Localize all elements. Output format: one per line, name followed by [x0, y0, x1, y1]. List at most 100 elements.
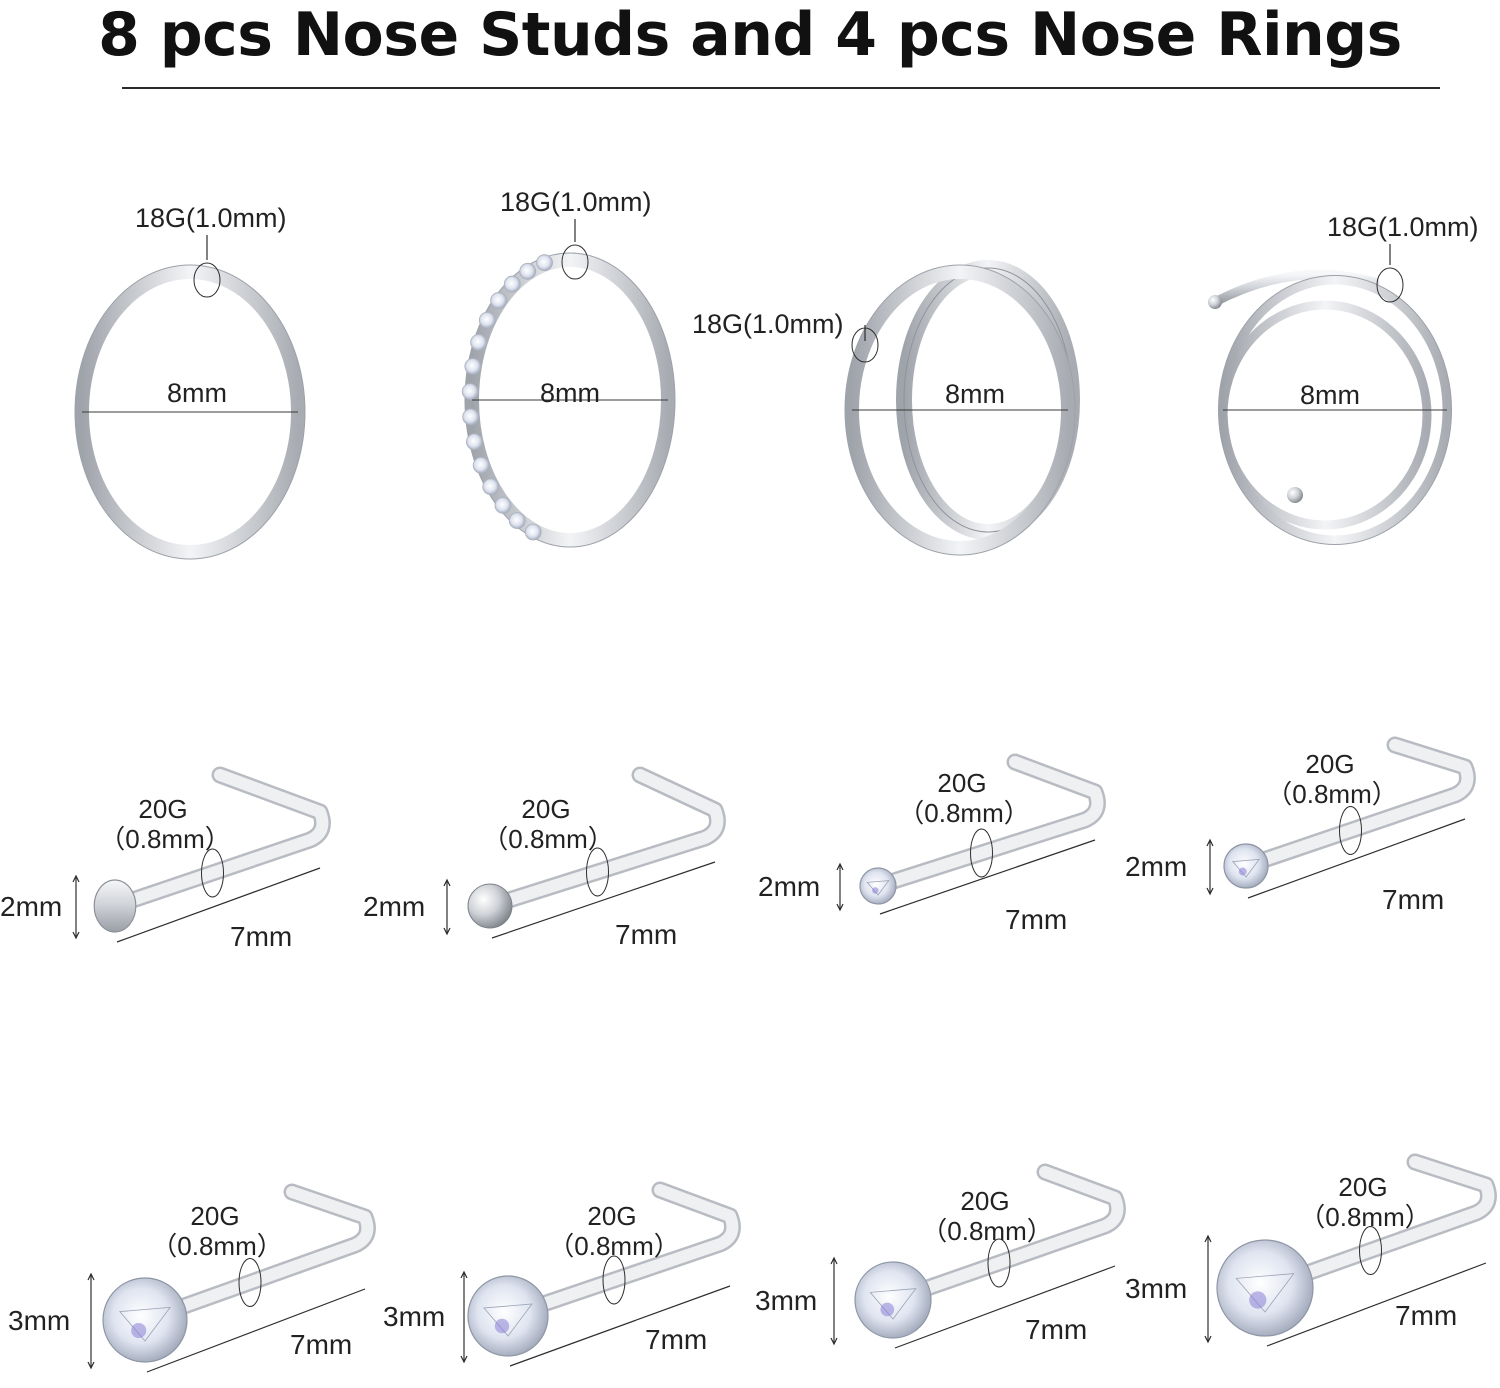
spiral-end-ball [1208, 295, 1222, 309]
crystal-gem [470, 333, 488, 351]
gem-sparkle [131, 1322, 147, 1339]
head-size-label: 2mm [1125, 851, 1187, 882]
stud-pin [484, 769, 724, 912]
stud-pin [502, 1184, 739, 1322]
length-line [116, 867, 321, 943]
gauge-label: 20G [1338, 1172, 1387, 1202]
arrow-up [830, 1256, 838, 1265]
arrow-down [830, 1337, 838, 1346]
gauge-mm-label: （0.8mm） [482, 824, 613, 854]
crystal-gem [494, 496, 512, 514]
gem-facet [1231, 858, 1261, 878]
arrow-up [87, 1272, 95, 1281]
arrow-down [1204, 1335, 1212, 1344]
length-line [1266, 1262, 1487, 1347]
arrow-up [443, 878, 451, 887]
stud-pin [109, 769, 329, 912]
stud-head-gem [1223, 843, 1269, 889]
gauge-marker [238, 1258, 262, 1307]
stud-pin [1259, 1156, 1495, 1294]
gauge-mm-label: （0.8mm） [898, 798, 1029, 828]
ring-outline [844, 264, 1076, 556]
gauge-marker [970, 828, 993, 878]
diameter-label: 8mm [167, 378, 227, 408]
length-line [894, 1265, 1116, 1349]
crystal-gem [490, 292, 508, 309]
crystal-gem [461, 383, 479, 400]
ring-outline [1218, 275, 1452, 545]
crystal-gem [478, 311, 496, 329]
crystal-gem [466, 433, 483, 451]
title-divider [122, 87, 1440, 89]
length-line [146, 1288, 366, 1373]
gauge-marker [586, 847, 609, 897]
spiral-inner-ball [1287, 487, 1303, 503]
length-line [879, 839, 1096, 915]
length-line [491, 861, 716, 939]
gem-facet [1235, 1273, 1295, 1313]
gauge-marker [987, 1238, 1011, 1288]
gauge-mm-label: （0.8mm） [548, 1231, 679, 1261]
stud-head-gem [102, 1277, 188, 1363]
gauge-mm-label: （0.8mm） [99, 824, 230, 854]
crystal-gem [524, 523, 542, 541]
page-title: 8 pcs Nose Studs and 4 pcs Nose Rings [98, 0, 1402, 70]
gauge-label: 18G(1.0mm) [135, 203, 287, 233]
gem-facet [866, 880, 890, 896]
gem-facet [869, 1288, 917, 1320]
stud-head-ball [467, 883, 513, 929]
arrow-down [87, 1361, 95, 1370]
gauge-mm-label: （0.8mm） [1299, 1202, 1430, 1232]
arrow-up [836, 862, 844, 871]
gem-sparkle [872, 887, 879, 894]
gem-facet [483, 1303, 533, 1337]
head-size-label: 3mm [383, 1301, 445, 1332]
gem-sparkle [494, 1318, 510, 1334]
arrow-up [1206, 838, 1214, 847]
gauge-mm-label: （0.8mm） [921, 1216, 1052, 1246]
stud-head-disc [93, 879, 137, 933]
ring-1: 8mm 18G(1.0mm) [74, 203, 306, 560]
gem-sparkle [1249, 1291, 1267, 1309]
stud-head-gem [859, 867, 897, 905]
arrow-up [1204, 1234, 1212, 1243]
crystal-gem [519, 262, 537, 280]
crystal-gem [536, 254, 553, 272]
length-label: 7mm [1382, 884, 1444, 915]
length-line [509, 1285, 731, 1367]
crystal-gem [462, 408, 480, 426]
stud-head-gem [467, 1275, 549, 1357]
stud-pin [1240, 739, 1474, 872]
length-label: 7mm [615, 919, 677, 950]
crystal-gem [472, 456, 490, 474]
crystal-gem [503, 275, 521, 293]
length-line [1247, 818, 1466, 899]
ring-outline [74, 264, 306, 560]
head-size-label: 2mm [0, 891, 62, 922]
arrow-down [72, 931, 80, 940]
stud-pin [139, 1186, 374, 1326]
length-label: 7mm [645, 1324, 707, 1355]
length-label: 7mm [1025, 1314, 1087, 1345]
stud-pin [887, 1166, 1124, 1306]
ring-outline [464, 252, 676, 548]
arrow-down [836, 903, 844, 912]
arrow-up [72, 874, 80, 883]
crystal-gem [482, 478, 500, 496]
gauge-label: 20G [138, 794, 187, 824]
length-label: 7mm [1005, 904, 1067, 935]
gauge-mm-label: （0.8mm） [1266, 779, 1397, 809]
gauge-marker [201, 848, 224, 898]
gauge-label: 18G(1.0mm) [500, 187, 652, 217]
head-size-label: 3mm [8, 1305, 70, 1336]
